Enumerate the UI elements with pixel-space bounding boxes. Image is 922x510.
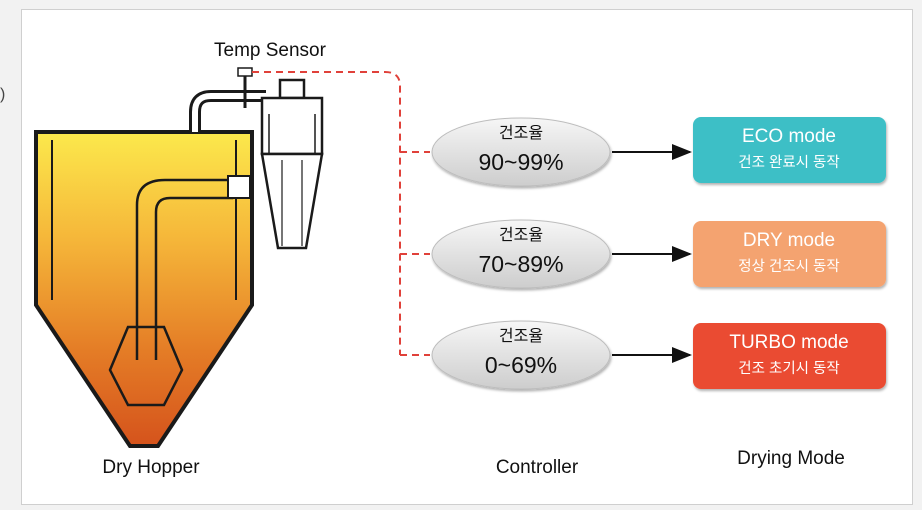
mode-desc: 건조 초기시 동작 — [738, 360, 839, 377]
controller-range: 0~69% — [485, 352, 557, 378]
left-edge-mark: ) — [0, 86, 6, 103]
temp-sensor-label: Temp Sensor — [214, 40, 327, 61]
drying-mode-label: Drying Mode — [737, 448, 845, 469]
controller-label: Controller — [496, 457, 579, 478]
return-pipe — [189, 90, 266, 132]
mode-name: DRY mode — [743, 230, 835, 251]
mode-name: ECO mode — [742, 126, 836, 147]
mode-turbo: TURBO mode 건조 초기시 동작 — [693, 323, 886, 389]
mode-name: TURBO mode — [729, 332, 848, 353]
controller-eco: 건조율 90~99% — [431, 117, 611, 187]
dry-hopper — [34, 130, 254, 448]
hopper-cone-diffuser — [108, 325, 184, 407]
hopper-body — [34, 130, 254, 448]
arrows — [612, 144, 692, 363]
mode-desc: 건조 완료시 동작 — [738, 154, 839, 171]
signal-lines — [252, 71, 430, 356]
cyclone — [260, 78, 324, 250]
controller-title: 건조율 — [499, 327, 543, 345]
controller-range: 90~99% — [478, 149, 563, 175]
mode-eco: ECO mode 건조 완료시 동작 — [693, 117, 886, 183]
controller-title: 건조율 — [499, 226, 543, 244]
controller-dry: 건조율 70~89% — [431, 219, 611, 289]
mode-desc: 정상 건조시 동작 — [738, 258, 839, 275]
controller-range: 70~89% — [478, 251, 563, 277]
mode-dry: DRY mode 정상 건조시 동작 — [693, 221, 886, 287]
hopper-outlet-port — [227, 175, 251, 199]
controller-turbo: 건조율 0~69% — [431, 320, 611, 390]
controller-title: 건조율 — [499, 124, 543, 142]
dry-hopper-label: Dry Hopper — [102, 457, 200, 478]
